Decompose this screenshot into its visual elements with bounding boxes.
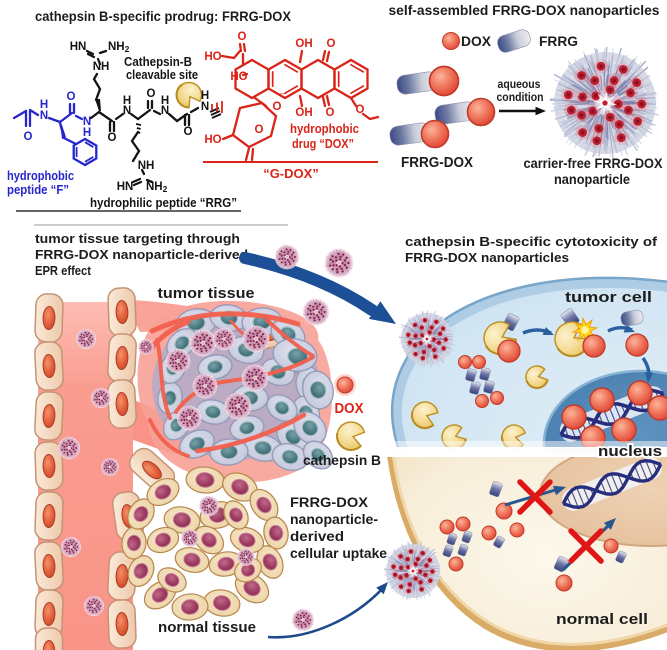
svg-text:FRRG-DOX nanoparticles: FRRG-DOX nanoparticles — [405, 250, 569, 265]
svg-text:aqueous: aqueous — [498, 77, 541, 91]
svg-text:nanoparticle-: nanoparticle- — [290, 512, 378, 527]
svg-text:EPR effect: EPR effect — [35, 263, 92, 278]
svg-text:FRRG-DOX: FRRG-DOX — [290, 495, 368, 510]
svg-text:FRRG-DOX nanoparticle-derived: FRRG-DOX nanoparticle-derived — [35, 247, 248, 262]
svg-text:cellular uptake: cellular uptake — [290, 546, 387, 561]
svg-text:H: H — [161, 95, 169, 107]
svg-text:H: H — [201, 90, 209, 102]
svg-text:N: N — [40, 110, 48, 122]
svg-text:DOX: DOX — [335, 401, 364, 417]
svg-text:O: O — [255, 124, 264, 136]
svg-text:condition: condition — [497, 90, 544, 104]
svg-text:O: O — [108, 132, 117, 144]
svg-text:O: O — [147, 88, 156, 100]
svg-text:HO: HO — [204, 134, 221, 146]
svg-text:tumor tissue targeting through: tumor tissue targeting through — [35, 231, 240, 246]
svg-text:H: H — [83, 127, 91, 139]
svg-text:H: H — [40, 99, 48, 111]
svg-text:peptide “F”: peptide “F” — [7, 183, 69, 197]
svg-text:tumor cell: tumor cell — [565, 289, 652, 306]
svg-text:DOX: DOX — [461, 34, 491, 49]
svg-text:NH2: NH2 — [146, 181, 168, 194]
svg-text:cathepsin B: cathepsin B — [303, 452, 381, 468]
svg-text:O: O — [327, 38, 336, 50]
svg-text:carrier-free FRRG-DOX: carrier-free FRRG-DOX — [524, 155, 664, 171]
svg-text:“G-DOX”: “G-DOX” — [263, 166, 319, 181]
svg-text:NH2: NH2 — [108, 41, 130, 54]
svg-text:hydrophobic: hydrophobic — [7, 169, 74, 183]
svg-text:O: O — [273, 101, 282, 113]
svg-text:nanoparticle: nanoparticle — [554, 171, 630, 187]
svg-text:H: H — [123, 95, 131, 107]
svg-text:O: O — [67, 91, 76, 103]
svg-text:cleavable site: cleavable site — [126, 68, 198, 82]
svg-text:normal cell: normal cell — [556, 611, 648, 628]
svg-text:tumor tissue: tumor tissue — [158, 285, 255, 302]
svg-text:drug “DOX”: drug “DOX” — [292, 137, 354, 151]
svg-text:NH: NH — [93, 61, 110, 73]
svg-text:N: N — [201, 101, 209, 113]
svg-text:nucleus: nucleus — [598, 443, 662, 460]
svg-text:Cathepsin-B: Cathepsin-B — [124, 55, 192, 69]
svg-text:O: O — [238, 31, 247, 43]
svg-text:O: O — [356, 104, 365, 116]
svg-text:normal tissue: normal tissue — [158, 619, 256, 636]
svg-text:N: N — [123, 105, 131, 117]
svg-text:HN: HN — [70, 41, 87, 53]
svg-text:derived: derived — [290, 529, 344, 544]
svg-text:self-assembled FRRG-DOX nanopa: self-assembled FRRG-DOX nanoparticles — [389, 3, 660, 18]
svg-text:O: O — [24, 131, 33, 143]
svg-text:FRRG: FRRG — [539, 34, 578, 49]
svg-text:¯: ¯ — [279, 93, 287, 105]
svg-text:O: O — [184, 126, 193, 138]
svg-text:N: N — [161, 105, 169, 117]
svg-text:OH: OH — [295, 38, 312, 50]
svg-text:O: O — [326, 107, 335, 119]
svg-text:hydrophilic peptide “RRG”: hydrophilic peptide “RRG” — [90, 196, 237, 210]
svg-text:hydrophobic: hydrophobic — [290, 122, 359, 136]
svg-text:N: N — [83, 116, 91, 128]
svg-text:NH: NH — [138, 160, 155, 172]
svg-text:HN: HN — [117, 181, 134, 193]
svg-text:cathepsin B-specific cytotoxic: cathepsin B-specific cytotoxicity of — [405, 234, 658, 249]
svg-text:HO: HO — [230, 71, 247, 83]
svg-text:HO: HO — [204, 51, 221, 63]
svg-text:cathepsin B-specific prodrug:: cathepsin B-specific prodrug: FRRG-DOX — [35, 8, 292, 24]
svg-text:OH: OH — [295, 107, 312, 119]
svg-text:FRRG-DOX: FRRG-DOX — [401, 155, 473, 171]
